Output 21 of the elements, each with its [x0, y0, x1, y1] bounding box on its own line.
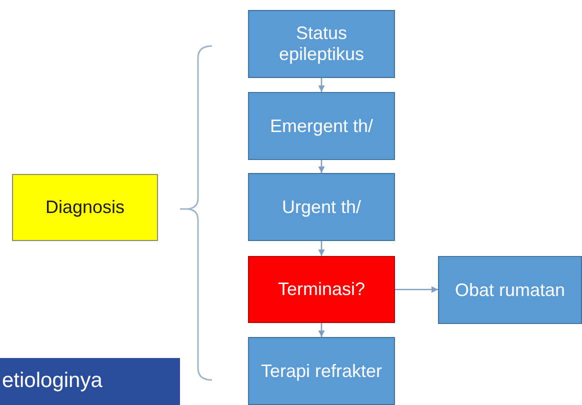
title-banner: [0, 358, 180, 405]
process-box: [248, 10, 395, 78]
process-box: [248, 173, 395, 241]
node-label: Obat rumatan: [454, 280, 566, 300]
process-box: [248, 337, 395, 405]
arrow: [318, 78, 325, 92]
node-label: Terapi refrakter: [260, 360, 382, 382]
arrow: [318, 323, 325, 337]
node-label: Diagnosis: [45, 197, 125, 218]
process-box: [248, 92, 395, 160]
arrow: [318, 241, 325, 256]
arrow: [395, 286, 438, 293]
process-box: [438, 256, 582, 324]
node-label: Status epileptikus: [278, 23, 366, 65]
decision-box: [248, 256, 395, 323]
node-label: Terminasi?: [278, 279, 366, 300]
node-label: Urgent th/: [282, 196, 362, 218]
node-label: etiologinya: [2, 369, 102, 394]
node-label: Emergent th/: [270, 116, 374, 136]
diagnosis-box: [12, 174, 158, 241]
arrow: [318, 160, 325, 173]
